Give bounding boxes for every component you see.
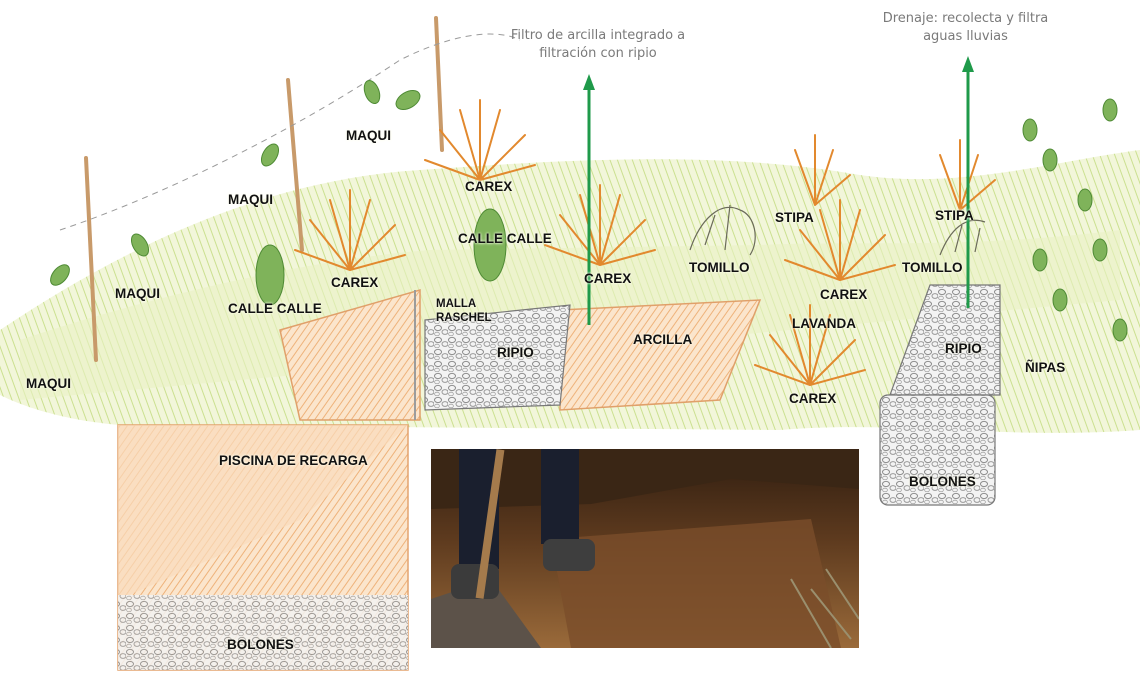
label-carex: CAREX [465,180,512,195]
label-maqui: MAQUI [346,129,391,144]
label-bolones: BOLONES [227,638,294,653]
label-maqui: MAQUI [115,287,160,302]
label-ripio: RIPIO [497,346,534,361]
label-maqui: MAQUI [26,377,71,392]
drainage-annotation: Drenaje: recolecta y filtra aguas lluvia… [878,10,1053,45]
label-maqui: MAQUI [228,193,273,208]
filter-annotation: Filtro de arcilla integrado a filtración… [508,27,688,62]
label-calle-calle: CALLE CALLE [228,302,322,317]
label-lavanda: LAVANDA [792,317,856,332]
label-carex: CAREX [789,392,836,407]
label-piscina-de-recarga: PISCINA DE RECARGA [219,454,368,469]
label-bolones: BOLONES [909,475,976,490]
label-stipa: STIPA [775,211,814,226]
label-carex: CAREX [331,276,378,291]
label-stipa: STIPA [935,209,974,224]
label-carex: CAREX [584,272,631,287]
label-ripio: RIPIO [945,342,982,357]
label-nipas: ÑIPAS [1025,361,1065,376]
label-carex: CAREX [820,288,867,303]
label-tomillo: TOMILLO [689,261,750,276]
label-malla-raschel: MALLA RASCHEL [436,297,506,326]
label-arcilla: ARCILLA [633,333,692,348]
label-tomillo: TOMILLO [902,261,963,276]
soil-pit-photo [431,449,859,648]
label-calle-calle: CALLE CALLE [458,232,552,247]
